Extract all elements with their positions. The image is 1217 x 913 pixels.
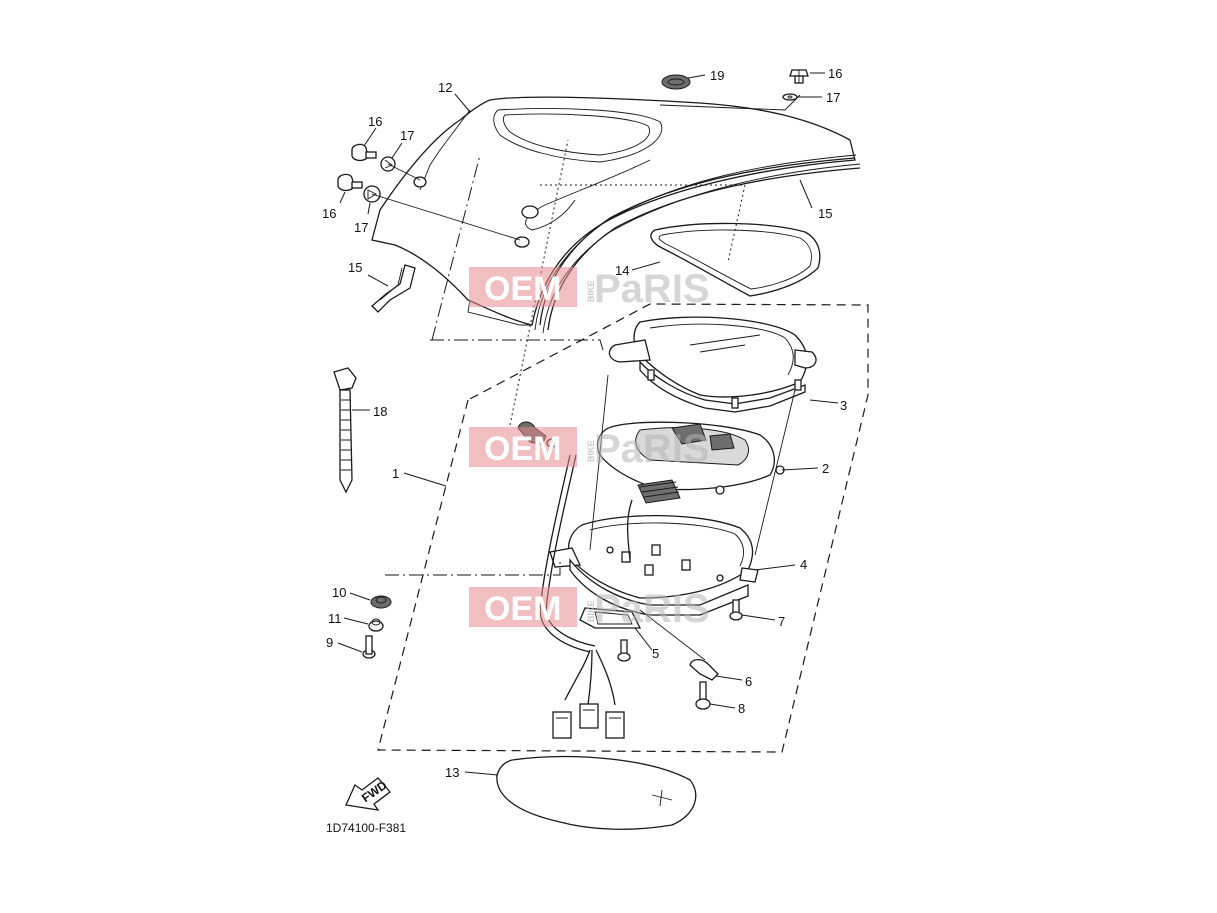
screw-16-left-upper <box>351 143 377 162</box>
callout-labels: 12 19 16 17 16 17 16 17 15 15 14 18 1 3 … <box>322 66 847 780</box>
fwd-arrow: FWD <box>345 777 391 811</box>
collar-11 <box>368 618 384 632</box>
callout-2: 2 <box>822 461 829 476</box>
callout-9: 9 <box>326 635 333 650</box>
callout-15: 15 <box>348 260 362 275</box>
svg-text:PaRIS: PaRIS <box>594 427 710 471</box>
svg-text:OEM: OEM <box>484 430 561 468</box>
emblem-19 <box>661 74 691 90</box>
trim-strip-15-left <box>371 264 416 313</box>
callout-17: 17 <box>354 220 368 235</box>
assembly-1-boundary <box>377 303 869 753</box>
clamp-6 <box>689 658 719 681</box>
watermark-middle: OEM BIKE PaRIS <box>469 427 710 471</box>
callout-17: 17 <box>826 90 840 105</box>
svg-text:OEM: OEM <box>484 590 561 628</box>
callout-12: 12 <box>438 80 452 95</box>
callout-16: 16 <box>322 206 336 221</box>
gasket-14 <box>650 222 821 297</box>
callout-18: 18 <box>373 404 387 419</box>
svg-text:BIKE: BIKE <box>586 280 596 302</box>
callout-1: 1 <box>392 466 399 481</box>
callout-17: 17 <box>400 128 414 143</box>
callout-6: 6 <box>745 674 752 689</box>
svg-text:PaRIS: PaRIS <box>594 267 710 311</box>
callout-16: 16 <box>828 66 842 81</box>
watermark-bottom: OEM BIKE PaRIS <box>469 587 710 631</box>
bracket-5 <box>579 607 642 629</box>
grommet-10 <box>370 595 392 609</box>
meter-case-3 <box>608 316 817 413</box>
callout-16: 16 <box>368 114 382 129</box>
drawing-code: 1D74100-F381 <box>326 821 406 835</box>
cable-tie-18 <box>333 367 357 494</box>
screw-center <box>617 639 631 662</box>
callout-8: 8 <box>738 701 745 716</box>
svg-text:BIKE: BIKE <box>586 600 596 622</box>
svg-text:PaRIS: PaRIS <box>594 587 710 631</box>
callout-15: 15 <box>818 206 832 221</box>
leader-lines <box>337 72 839 776</box>
callout-3: 3 <box>840 398 847 413</box>
bolt-9 <box>362 635 376 659</box>
callout-19: 19 <box>710 68 724 83</box>
watermark-top: OEM BIKE PaRIS <box>469 267 710 311</box>
callout-11: 11 <box>328 611 342 626</box>
callout-5: 5 <box>652 646 659 661</box>
screw-16-left-lower <box>337 173 363 192</box>
svg-text:OEM: OEM <box>484 270 561 308</box>
screw-16-top-right <box>789 69 809 84</box>
screw-7 <box>729 599 743 621</box>
washer-17-top-right <box>782 93 798 101</box>
callout-14: 14 <box>615 263 629 278</box>
callout-10: 10 <box>332 585 346 600</box>
screw-8 <box>695 681 711 710</box>
meter-case-4 <box>549 514 759 616</box>
svg-text:BIKE: BIKE <box>586 440 596 462</box>
callout-4: 4 <box>800 557 807 572</box>
callout-7: 7 <box>778 614 785 629</box>
lens-13 <box>496 755 697 830</box>
callout-13: 13 <box>445 765 459 780</box>
meter-unit-2 <box>596 421 785 504</box>
